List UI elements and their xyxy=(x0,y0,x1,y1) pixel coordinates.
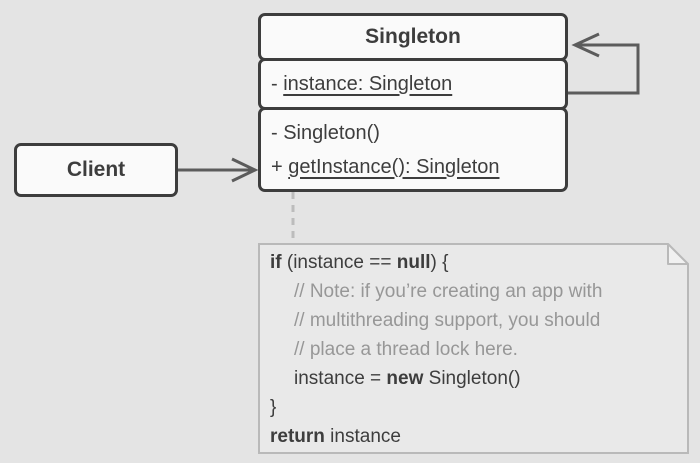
keyword-if: if xyxy=(270,252,282,273)
method-getinstance-label: getInstance(): Singleton xyxy=(288,155,500,178)
code-comment-3: // place a thread lock here. xyxy=(294,339,518,360)
note-shape xyxy=(258,243,689,454)
code-text: (instance == xyxy=(281,252,397,273)
client-association-arrow xyxy=(178,157,259,183)
method-constructor-visibility: - xyxy=(271,121,284,144)
keyword-new: new xyxy=(386,368,424,389)
client-class-box: Client xyxy=(14,143,178,197)
keyword-return: return xyxy=(270,426,325,447)
note-body xyxy=(258,243,689,454)
code-text: instance xyxy=(324,426,401,447)
client-class-name: Client xyxy=(66,158,126,181)
method-getinstance-visibility: + xyxy=(271,155,289,178)
method-constructor-label: Singleton() xyxy=(283,121,380,144)
method-constructor: - Singleton() xyxy=(271,116,555,150)
field-visibility: - xyxy=(271,72,284,95)
code-text: instance = xyxy=(294,368,387,389)
note-code: if (instance == null) { // Note: if you’… xyxy=(270,248,602,451)
method-getinstance: + getInstance(): Singleton xyxy=(271,150,555,184)
code-line-if: if (instance == null) { xyxy=(270,248,602,277)
code-text: Singleton() xyxy=(423,368,521,389)
self-reference-arrow xyxy=(568,32,640,95)
field-instance-label: instance: Singleton xyxy=(283,72,453,95)
singleton-class-box: Singleton - instance: Singleton - Single… xyxy=(258,13,568,192)
code-line-assign: instance = new Singleton() xyxy=(270,364,602,393)
code-text: ) { xyxy=(430,252,449,273)
class-methods-compartment: - Singleton() + getInstance(): Singleton xyxy=(258,107,568,192)
code-note: if (instance == null) { // Note: if you’… xyxy=(258,243,689,454)
note-folded-corner xyxy=(667,243,689,265)
code-line-close-brace: } xyxy=(270,397,277,418)
class-name: Singleton xyxy=(365,25,461,48)
code-comment-1: // Note: if you’re creating an app with xyxy=(294,281,603,302)
class-name-compartment: Singleton xyxy=(258,13,568,61)
class-fields-compartment: - instance: Singleton xyxy=(258,58,568,110)
code-comment-2: // multithreading support, you should xyxy=(294,310,601,331)
code-line-return: return instance xyxy=(270,422,602,451)
field-instance: - instance: Singleton xyxy=(271,73,452,96)
keyword-null: null xyxy=(396,252,431,273)
